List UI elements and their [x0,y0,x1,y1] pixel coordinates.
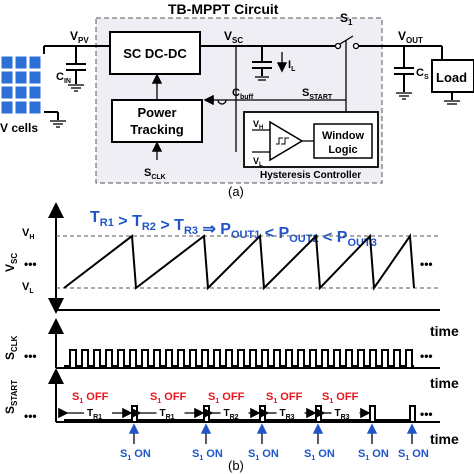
load-label: Load [436,70,467,85]
pv-cell [14,70,28,85]
period-label: TR2 [224,408,239,421]
pv-cell [0,55,14,70]
pv-cell [28,85,42,100]
period-label: TR1 [160,408,175,421]
s1-off-label: S1 OFF [150,391,187,405]
vout-label: VOUT [398,29,423,45]
sclk-time-label: time [430,375,459,391]
window-logic-label-1: Window [322,130,364,142]
pv-cell [14,85,28,100]
circuit-panel: TB-MPPT Circuit V cells VPV CIN [0,1,474,199]
caption-a: (a) [228,184,244,199]
pv-cell [28,55,42,70]
comparator-vh-label: VH [253,119,263,131]
sclk-clock-waveform [64,349,414,367]
pv-cells-label: V cells [0,121,38,135]
s1-off-label: S1 OFF [72,391,109,405]
power-tracking-label-2: Tracking [130,122,184,137]
tb-mppt-title: TB-MPPT Circuit [168,1,279,17]
il-label: IL [288,59,296,73]
power-tracking-label-1: Power [137,105,176,120]
pv-cell [28,70,42,85]
sstart-pulse-waveform [64,405,416,421]
caption-b: (b) [228,458,244,473]
cs-capacitor [394,46,414,100]
sclk-label: SCLK [144,167,166,181]
pv-cell [28,100,42,115]
vh-level-label: VH [22,227,34,241]
vpv-label: VPV [70,29,89,45]
sstart-axis-label: SSTART [3,380,19,414]
sclk-dots-right: ••• [420,349,433,363]
vsc-dots-right: ••• [420,257,433,271]
sstart-time-label: time [430,431,459,447]
s1-off-label: S1 OFF [322,391,359,405]
s1-on-label: S1 ON [398,448,429,462]
pv-cell [14,55,28,70]
window-logic-block [313,123,373,159]
s1-on-label: S1 ON [248,448,279,462]
s1-on-label: S1 ON [192,448,223,462]
s1-switch [334,35,360,50]
pv-cell [0,70,14,85]
period-label: TR1 [87,408,102,421]
sstart-label: SSTART [302,87,333,101]
vsc-time-label: time [430,323,459,339]
s1-off-label: S1 OFF [266,391,303,405]
cbuff-capacitor [252,46,272,81]
s1-on-label: S1 ON [120,448,151,462]
sclk-axis-label: SCLK [3,335,19,360]
comparator-icon [269,120,304,162]
vl-level-label: VL [22,281,34,295]
sc-dcdc-label: SC DC-DC [123,46,187,61]
period-label: TR3 [280,408,295,421]
power-tracking-block [111,99,203,143]
s1-label: S1 [340,11,353,27]
period-label: TR3 [335,408,350,421]
pv-cell [14,100,28,115]
cs-label: CS [416,67,429,81]
sc-dcdc-block [109,31,201,75]
hysteresis-label: Hysteresis Controller [260,170,361,181]
vsc-axis-label: VSC [3,253,19,272]
sstart-dots-right: ••• [420,407,433,421]
pv-ground-icon [44,111,66,128]
pv-cells-array [0,54,44,116]
s1-off-label: S1 OFF [208,391,245,405]
vsc-dots-left: ••• [24,257,37,271]
cin-label: CIN [56,71,71,85]
load-block [431,59,474,93]
cin-capacitor [66,46,86,92]
pv-cell [0,100,14,115]
pv-cell [0,85,14,100]
sstart-dots-left: ••• [24,409,37,423]
load-ground-icon [444,92,460,105]
vsc-sawtooth-waveform [63,233,415,291]
timing-panel: TR1 > TR2 > TR3 ⇒ POUT1 < POUT2 < POUT3 … [3,202,459,473]
comparator-vl-label: VL [253,156,263,168]
vsc-node-label: VSC [224,29,243,45]
sclk-dots-left: ••• [24,349,37,363]
s1-on-label: S1 ON [358,448,389,462]
s1-on-label: S1 ON [304,448,335,462]
window-logic-label-2: Logic [328,144,357,156]
